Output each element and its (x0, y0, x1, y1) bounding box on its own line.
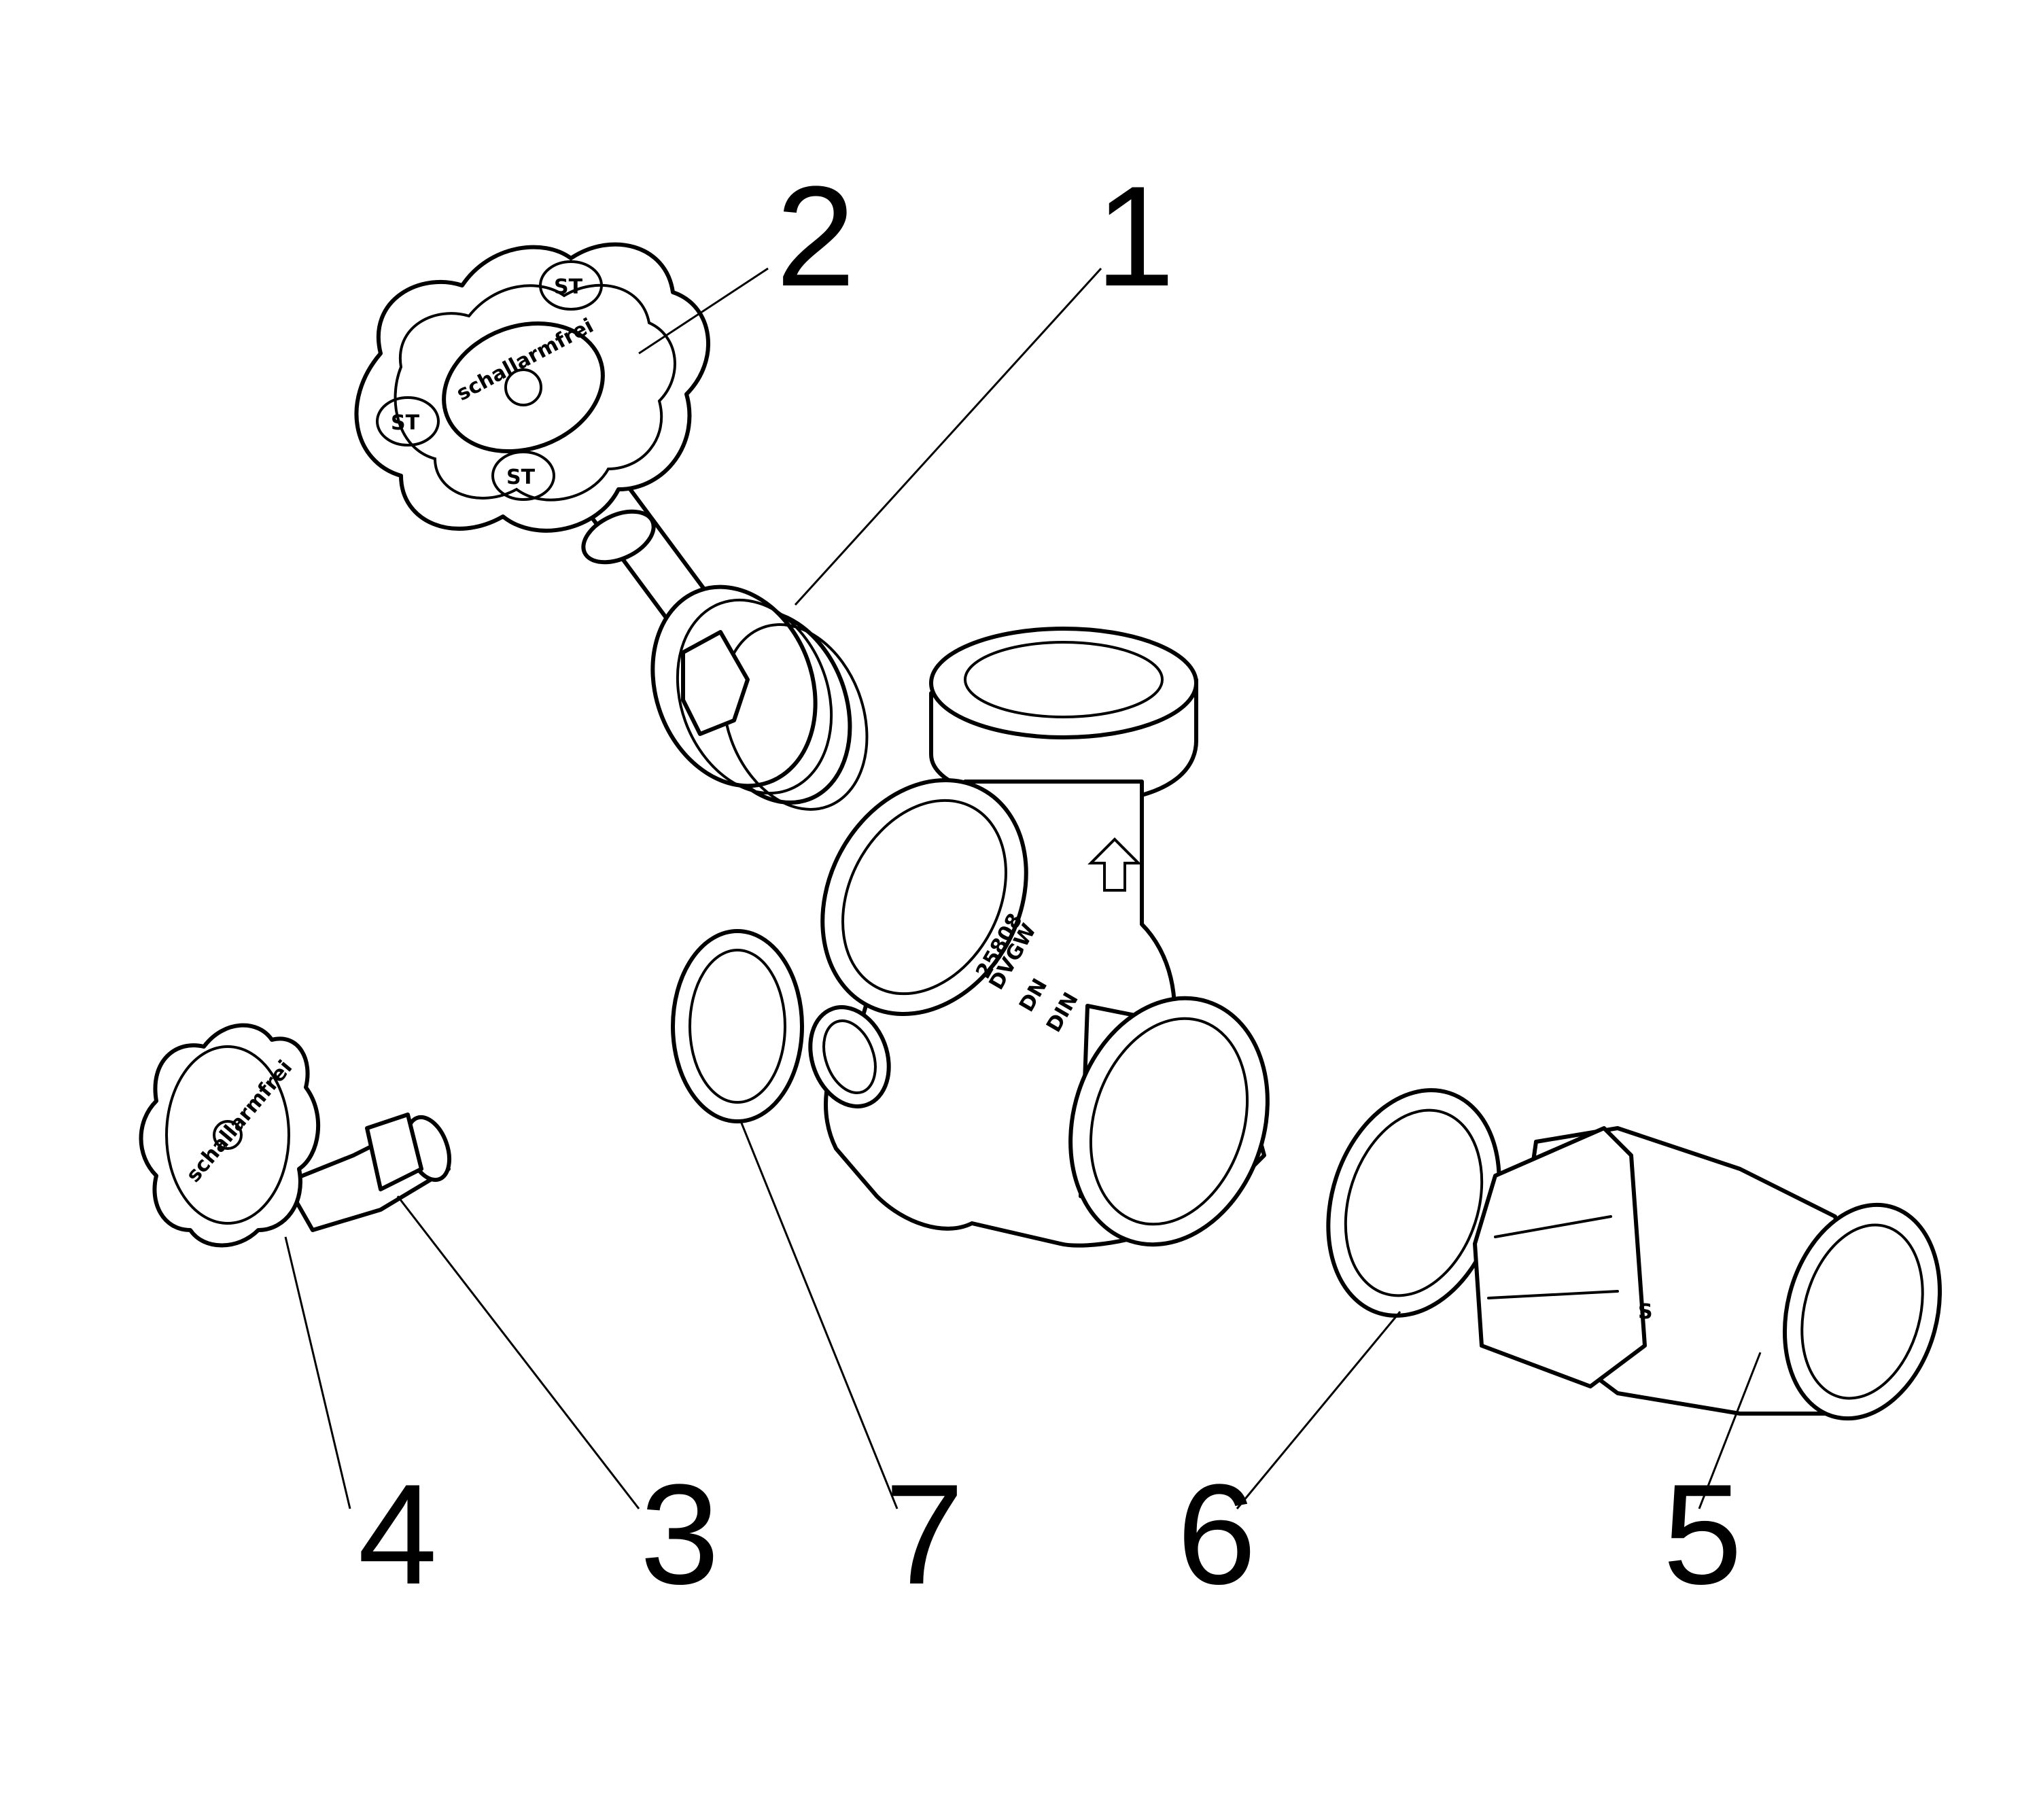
callout-3: 3 (640, 1454, 720, 1614)
valve-body: 25808 DVGW DN DIN (808, 627, 1270, 1248)
callout-5: 5 (1663, 1454, 1743, 1614)
bonnet-insert (650, 584, 869, 811)
union-nut-tailpiece: S (1473, 1126, 1942, 1421)
union-logo: S (1638, 1300, 1653, 1324)
leader-lines (284, 267, 1762, 1509)
callout-7: 7 (885, 1454, 964, 1614)
callout-2: 2 (776, 156, 856, 316)
callouts: 1 2 3 4 5 6 7 (358, 156, 1743, 1614)
callout-6: 6 (1177, 1454, 1257, 1614)
callout-4: 4 (358, 1454, 438, 1614)
callout-1: 1 (1096, 156, 1175, 316)
upper-handwheel: schallarmfrei ST ST ST (354, 242, 770, 702)
small-handwheel: schallarmfrei (139, 1023, 452, 1248)
upper-handwheel-logo-1: ST (554, 275, 583, 299)
upper-handwheel-logo-2: ST (391, 411, 420, 435)
upper-handwheel-logo-3: ST (506, 466, 536, 489)
seal-ring-left (671, 929, 804, 1123)
